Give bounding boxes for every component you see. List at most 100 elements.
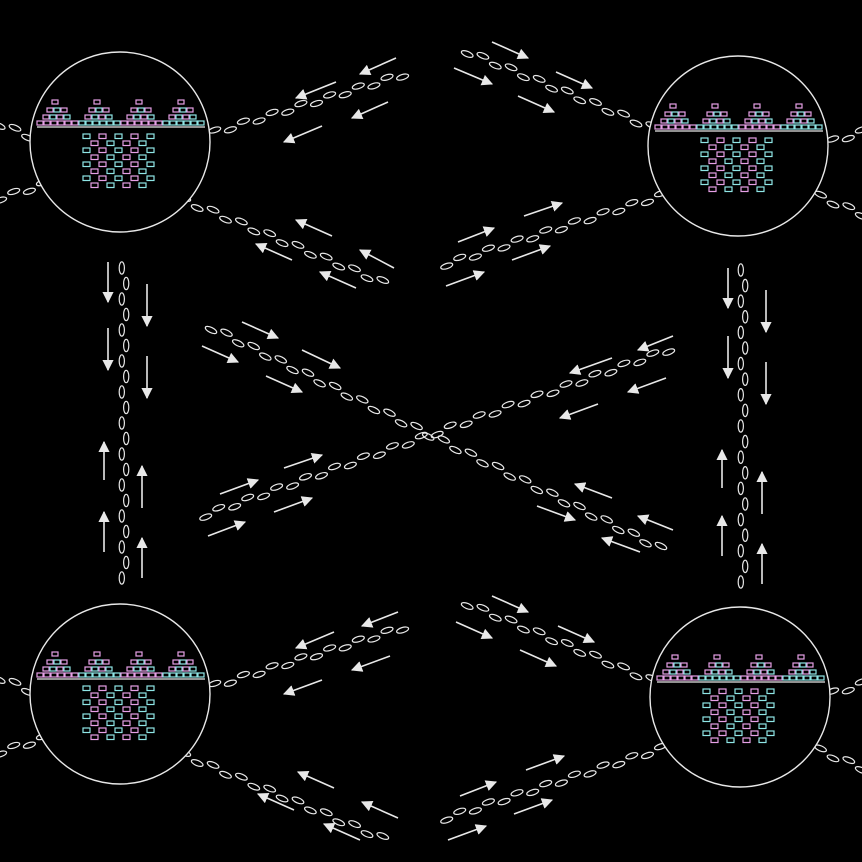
chain-link (633, 358, 647, 367)
castle-brick (114, 685, 123, 692)
chain-link (190, 204, 204, 212)
castle-brick (106, 168, 115, 175)
castle-brick (148, 120, 156, 126)
castle-brick (684, 675, 692, 681)
castle-circle (29, 603, 211, 785)
castle-brick (809, 669, 817, 675)
flow-arrow (358, 57, 397, 76)
castle-brick (106, 154, 115, 161)
castle-brick (92, 120, 100, 126)
castle-brick (734, 702, 743, 709)
castle-brick (93, 651, 101, 657)
castle-brick (817, 675, 825, 681)
castle-brick (725, 669, 733, 675)
castle-brick (169, 672, 177, 678)
castle-brick (82, 161, 91, 168)
flow-arrow (455, 621, 494, 640)
flow-arrow (256, 792, 295, 811)
chain-link (854, 126, 862, 134)
castle-brick (130, 175, 139, 182)
chain-link (629, 119, 643, 128)
chain-link (476, 459, 489, 468)
chain-link (546, 488, 559, 497)
chain-link (516, 625, 530, 634)
castle-brick (742, 723, 751, 730)
castle-brick (718, 688, 727, 695)
chain-link (826, 754, 840, 763)
castle-brick (803, 675, 811, 681)
castle-brick (705, 675, 713, 681)
castle-brick (804, 111, 812, 117)
castle-brick (742, 695, 751, 702)
chain-link (497, 244, 511, 252)
chain-link (338, 644, 352, 652)
castle-brick (98, 133, 107, 140)
chain-link (236, 670, 250, 679)
castle-brick (734, 688, 743, 695)
castle-brick (766, 688, 775, 695)
castle-brick (724, 158, 733, 165)
chain-link (530, 485, 544, 495)
chain-link (247, 227, 261, 236)
chain-link (742, 465, 749, 480)
chain-link (460, 602, 474, 610)
chain-link (430, 430, 444, 439)
castle-brick (742, 709, 751, 716)
castle-brick (49, 114, 57, 120)
chain-link (737, 387, 744, 402)
flow-arrow (525, 754, 566, 771)
chain-link (319, 252, 333, 261)
castle-brick (176, 672, 184, 678)
castle-brick (748, 151, 757, 158)
flow-arrow (536, 505, 577, 522)
flow-arrow (523, 200, 564, 217)
castle-brick (732, 151, 741, 158)
castle-brick (744, 118, 752, 124)
chain-link (504, 63, 518, 72)
castle-brick (197, 672, 205, 678)
chain-link (303, 250, 317, 259)
chain-link (220, 328, 233, 337)
chain-link (491, 461, 505, 471)
castle-brick (700, 137, 709, 144)
chain-link (118, 416, 126, 430)
chain-link (356, 452, 370, 461)
castle-brick (710, 695, 719, 702)
chain-link (854, 766, 862, 774)
chain-link (118, 447, 126, 461)
castle-brick (162, 120, 170, 126)
chain-link (323, 91, 337, 99)
castle-brick (90, 154, 99, 161)
flow-arrow (453, 67, 494, 86)
chain-link (228, 502, 242, 511)
chain-link (118, 385, 126, 399)
chain-link (123, 307, 130, 322)
chain-link (476, 51, 490, 60)
castle-brick (56, 666, 64, 672)
castle-brick (134, 120, 142, 126)
chain-link (118, 354, 126, 368)
castle-brick (700, 179, 709, 186)
castle-brick (766, 702, 775, 709)
castle-brick (726, 695, 735, 702)
chain-link (742, 341, 749, 355)
chain-link (22, 187, 36, 195)
castle-brick (793, 118, 801, 124)
castle-brick (122, 720, 131, 727)
castle-brick (756, 172, 765, 179)
castle-brick (716, 137, 725, 144)
castle-brick (775, 675, 783, 681)
castle-brick (179, 107, 187, 113)
chain-link (123, 400, 130, 415)
castle-brick (795, 669, 803, 675)
castle-brick (64, 672, 72, 678)
castle-brick (138, 706, 147, 713)
castle-brick (726, 709, 735, 716)
flow-arrow (219, 478, 260, 495)
castle-brick (133, 666, 141, 672)
chain-link (0, 122, 6, 130)
flow-arrow (519, 649, 558, 668)
castle-brick (716, 151, 725, 158)
castle-brick (155, 120, 163, 126)
chain-link (560, 86, 574, 95)
